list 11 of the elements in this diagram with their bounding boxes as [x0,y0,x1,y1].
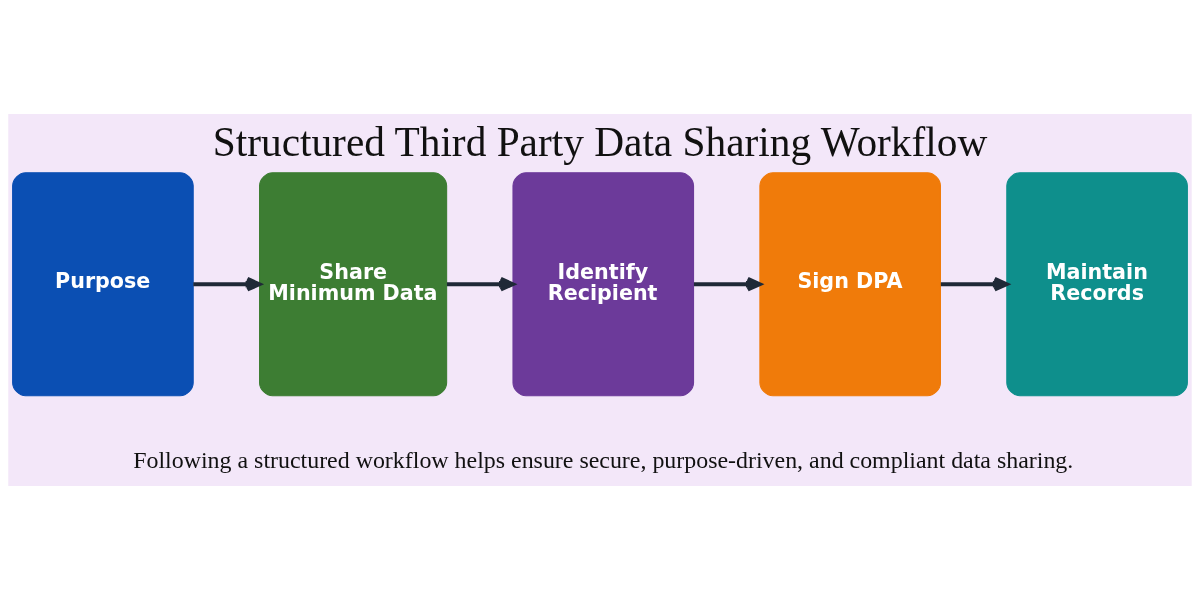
node-box: Sign DPA [759,172,941,397]
diagram-title: Structured Third Party Data Sharing Workflow [212,118,988,165]
node-box: Share Minimum Data [259,172,448,397]
node-box: Purpose [12,172,194,397]
node-box: Identify Recipient [512,172,695,397]
caption: Following a structured workflow helps ensure secure, purpose-driven, and compliant data sharing. [133,447,1074,474]
arrow [446,276,515,292]
arrow [940,276,1009,292]
arrow [193,276,262,292]
arrow [693,276,762,292]
node-box: Maintain Records [1006,172,1188,397]
